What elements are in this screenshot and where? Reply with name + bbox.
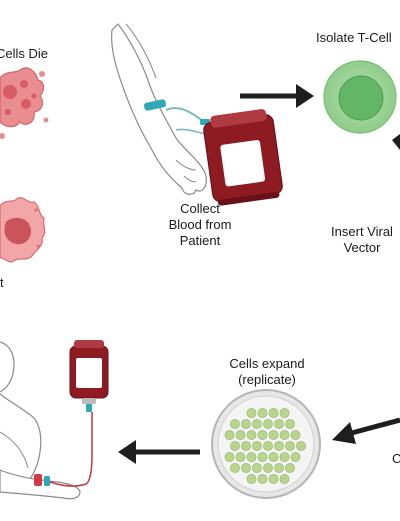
dish-cell <box>268 430 279 440</box>
dish-cell <box>290 452 301 462</box>
dish-cell <box>257 452 268 462</box>
dish-cell <box>246 452 257 462</box>
dish-cell <box>279 430 290 440</box>
arrow-to-infusion <box>118 440 200 464</box>
dish-cell <box>235 452 246 462</box>
dish-cell <box>263 419 273 429</box>
dish-cell <box>230 463 240 473</box>
dish-cell <box>274 441 284 451</box>
dish-cell <box>241 463 251 473</box>
dish-cell <box>285 441 295 451</box>
dish-cell <box>246 474 257 484</box>
dish-cell <box>279 408 290 418</box>
dish-cell <box>268 408 279 418</box>
dish-cell <box>263 441 273 451</box>
dish-cells <box>224 408 306 484</box>
label-insert-viral-vector: Insert Viral Vector <box>331 224 393 255</box>
dish-cell <box>268 452 279 462</box>
dish-cell <box>246 408 257 418</box>
dish-cell <box>285 419 295 429</box>
dish-cell <box>274 419 284 429</box>
dish-cell <box>257 408 268 418</box>
dish-cell <box>268 474 279 484</box>
dish-cell <box>274 463 284 473</box>
blood-bag-infusion <box>69 340 109 412</box>
cancer-cell <box>0 197 46 263</box>
label-cells-expand: Cells expand (replicate) <box>229 356 305 387</box>
label-isolate-t-cell: Isolate T-Cell <box>316 30 392 45</box>
dish-cell <box>230 419 240 429</box>
dish-cell <box>279 474 290 484</box>
arrow-to-isolate <box>240 84 314 108</box>
dish-cell <box>252 463 262 473</box>
t-cell <box>323 60 397 134</box>
label-fragment-c: C <box>392 451 400 466</box>
dish-cell <box>290 430 301 440</box>
dish-cell <box>296 441 306 451</box>
patient-arm-collect <box>111 23 224 195</box>
dish-cell <box>263 463 273 473</box>
dish-cell <box>224 430 235 440</box>
label-fragment-t: t <box>0 275 4 290</box>
dish-cell <box>230 441 240 451</box>
dish-cell <box>246 430 257 440</box>
dish-cell <box>257 474 268 484</box>
dish-cell <box>241 441 251 451</box>
petri-dish <box>211 389 321 499</box>
dish-cell <box>257 430 268 440</box>
dish-cell <box>279 452 290 462</box>
label-collect-blood: Collect Blood from Patient <box>168 201 232 248</box>
patient-infusion <box>0 341 93 500</box>
dish-cell <box>252 441 262 451</box>
label-cells-die: Cells Die <box>0 46 49 61</box>
dish-cell <box>241 419 251 429</box>
dish-cell <box>252 419 262 429</box>
blood-bag-collect <box>203 109 283 206</box>
arrow-to-expand <box>332 417 400 444</box>
dying-cancer-cells <box>0 67 49 139</box>
dish-cell <box>224 452 235 462</box>
dish-cell <box>235 430 246 440</box>
arrow-down-partial <box>392 134 400 150</box>
dish-cell <box>285 463 295 473</box>
